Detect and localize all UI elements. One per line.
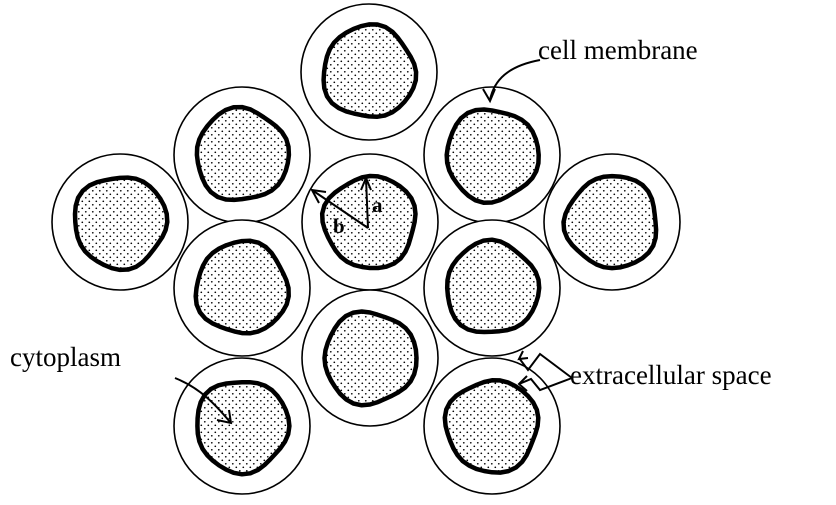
cell-membrane-label: cell membrane: [538, 35, 698, 65]
cell: [424, 358, 560, 494]
cell: [544, 154, 680, 290]
cell-membrane: [445, 380, 539, 472]
cell: [174, 358, 310, 494]
cell: [174, 220, 310, 356]
cytoplasm-label: cytoplasm: [10, 342, 121, 372]
cell-membrane: [196, 241, 289, 333]
cell: [302, 154, 438, 290]
radius-b-label: b: [333, 214, 345, 238]
extracellular-arrowhead-upper: [519, 351, 528, 359]
cell: [301, 4, 437, 140]
cell: [174, 87, 310, 223]
cell-membrane: [325, 312, 417, 406]
cell: [52, 154, 188, 290]
cell: [424, 220, 560, 356]
cell: [302, 290, 438, 426]
cell: [424, 87, 560, 223]
extracellular-space-label: extracellular space: [570, 360, 772, 390]
radius-a-label: a: [372, 193, 383, 217]
cell-cluster: [52, 4, 680, 494]
